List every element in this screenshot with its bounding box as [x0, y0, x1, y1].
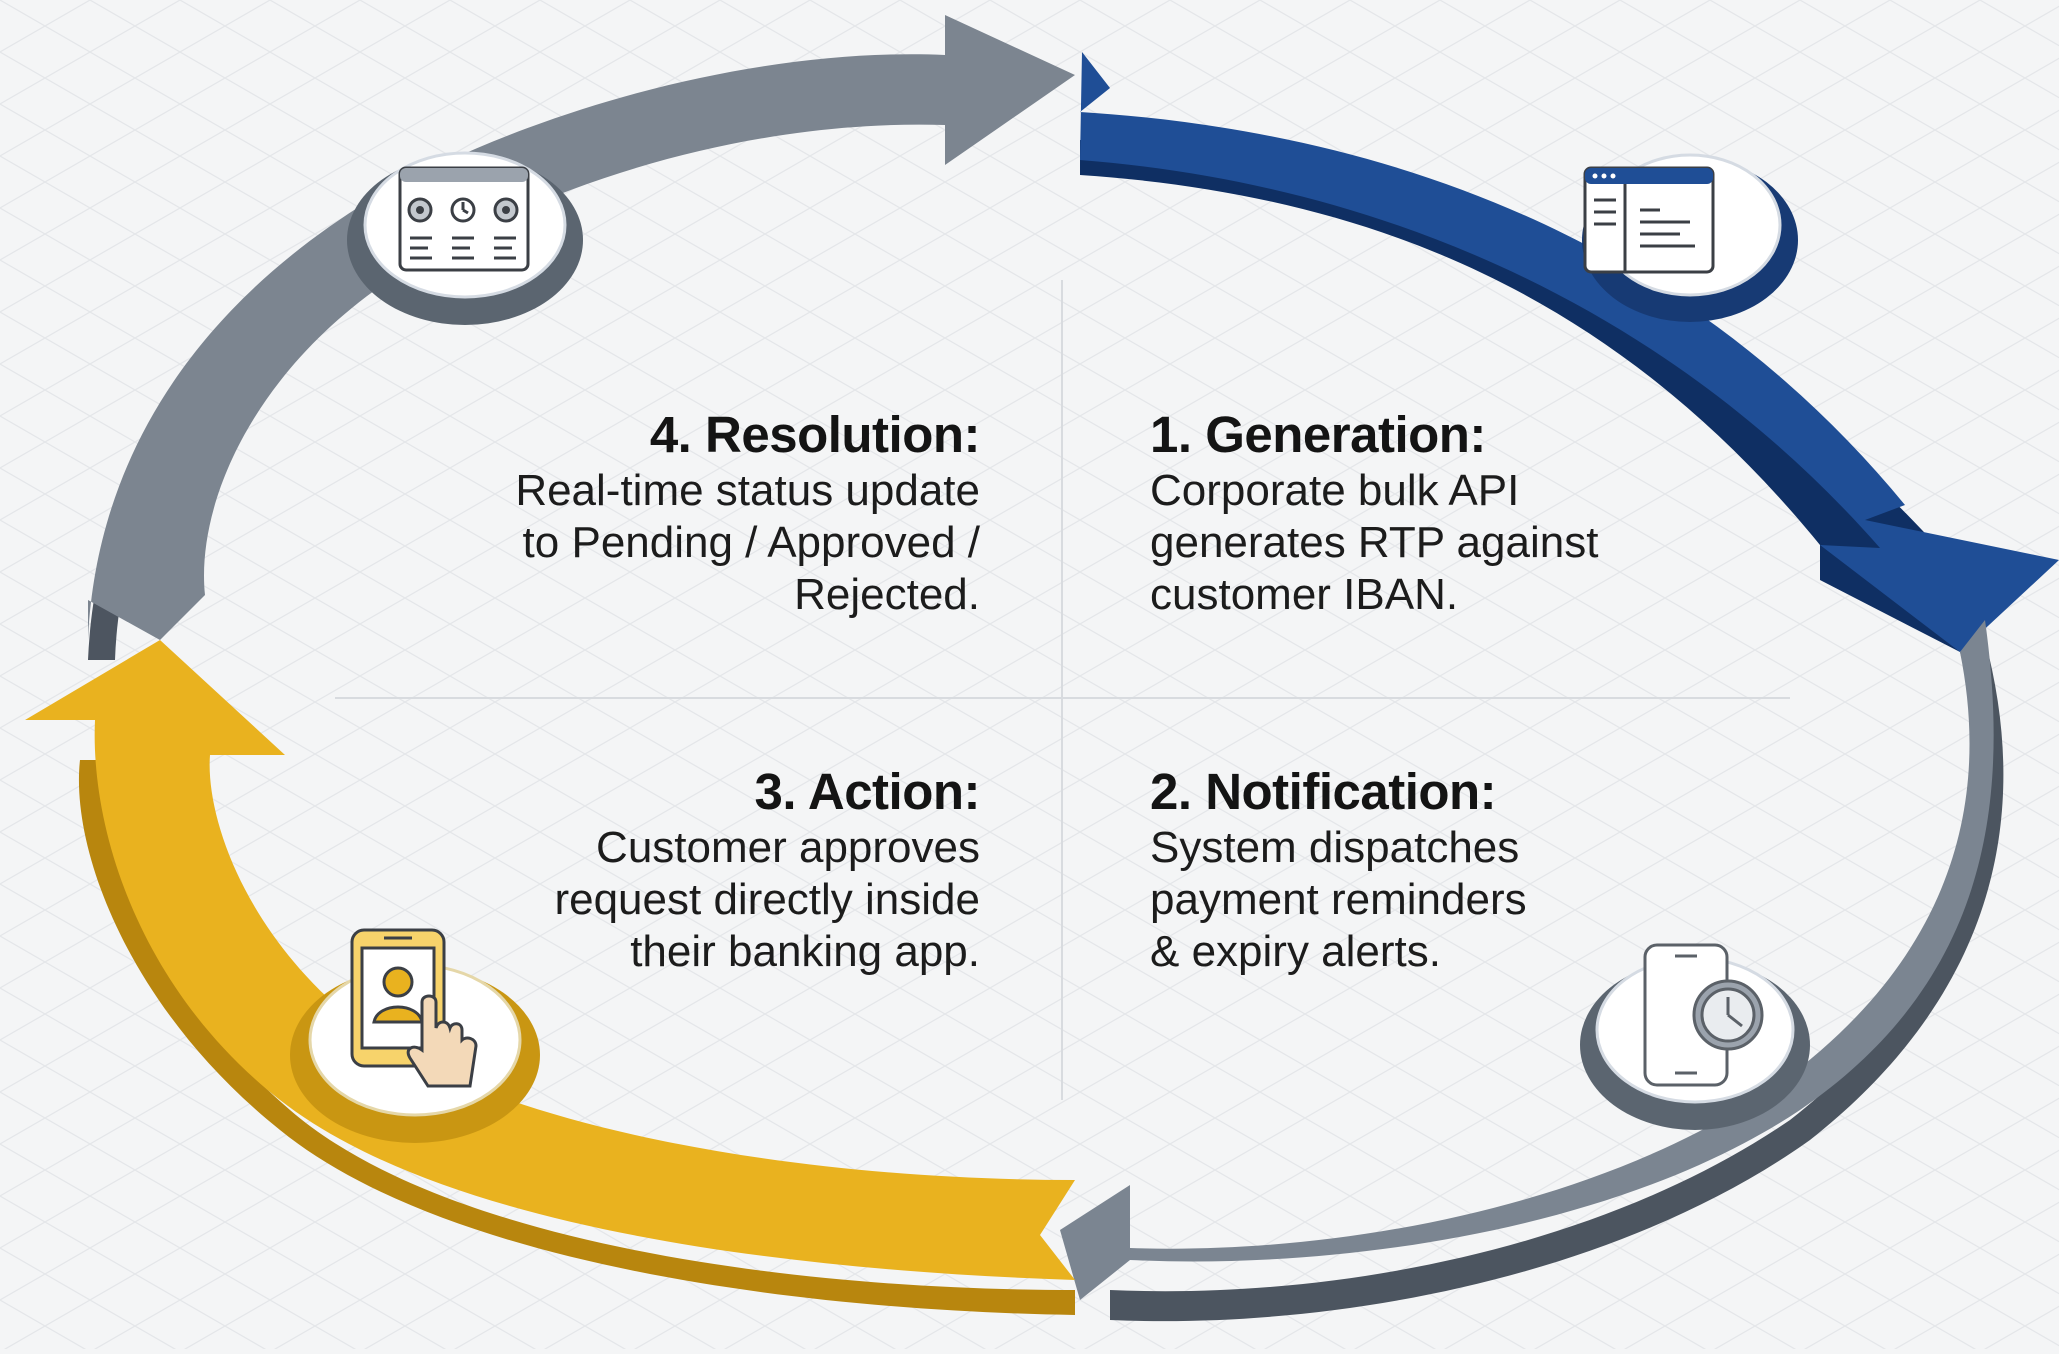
- step-title: 1. Generation:: [1150, 406, 1486, 463]
- step-resolution: 4. Resolution: Real-time status update t…: [420, 405, 980, 621]
- phone-clock-icon: [1643, 943, 1764, 1087]
- description-line: request directly inside: [554, 875, 980, 924]
- step-description: Real-time status update to Pending / App…: [420, 465, 980, 621]
- description-line: & expiry alerts.: [1150, 927, 1441, 976]
- description-line: Corporate bulk API: [1150, 466, 1520, 515]
- description-line: System dispatches: [1150, 823, 1520, 872]
- status-dashboard-icon: [398, 166, 530, 272]
- description-line: to Pending / Approved /: [522, 518, 980, 567]
- description-line: generates RTP against: [1150, 518, 1599, 567]
- description-line: payment reminders: [1150, 875, 1527, 924]
- step-title: 4. Resolution:: [649, 406, 981, 463]
- resolution-arrow: [88, 15, 1075, 660]
- step-description: Corporate bulk API generates RTP against…: [1150, 465, 1710, 621]
- description-line: Rejected.: [794, 570, 980, 619]
- notification-arrow: [1060, 620, 2004, 1322]
- step-description: System dispatches payment reminders & ex…: [1150, 822, 1710, 978]
- step-title: 2. Notification:: [1150, 763, 1497, 820]
- description-line: their banking app.: [630, 927, 980, 976]
- dashboard-window-icon: [1583, 166, 1715, 274]
- description-line: customer IBAN.: [1150, 570, 1459, 619]
- step-title: 3. Action:: [754, 763, 981, 820]
- step-notification: 2. Notification: System dispatches payme…: [1150, 762, 1710, 978]
- action-arrow: [25, 640, 1076, 1315]
- generation-arrow: [1080, 52, 2059, 652]
- step-generation: 1. Generation: Corporate bulk API genera…: [1150, 405, 1710, 621]
- step-action: 3. Action: Customer approves request dir…: [420, 762, 980, 978]
- description-line: Real-time status update: [515, 466, 980, 515]
- step-description: Customer approves request directly insid…: [420, 822, 980, 978]
- phone-tap-icon: [350, 928, 478, 1088]
- description-line: Customer approves: [596, 823, 980, 872]
